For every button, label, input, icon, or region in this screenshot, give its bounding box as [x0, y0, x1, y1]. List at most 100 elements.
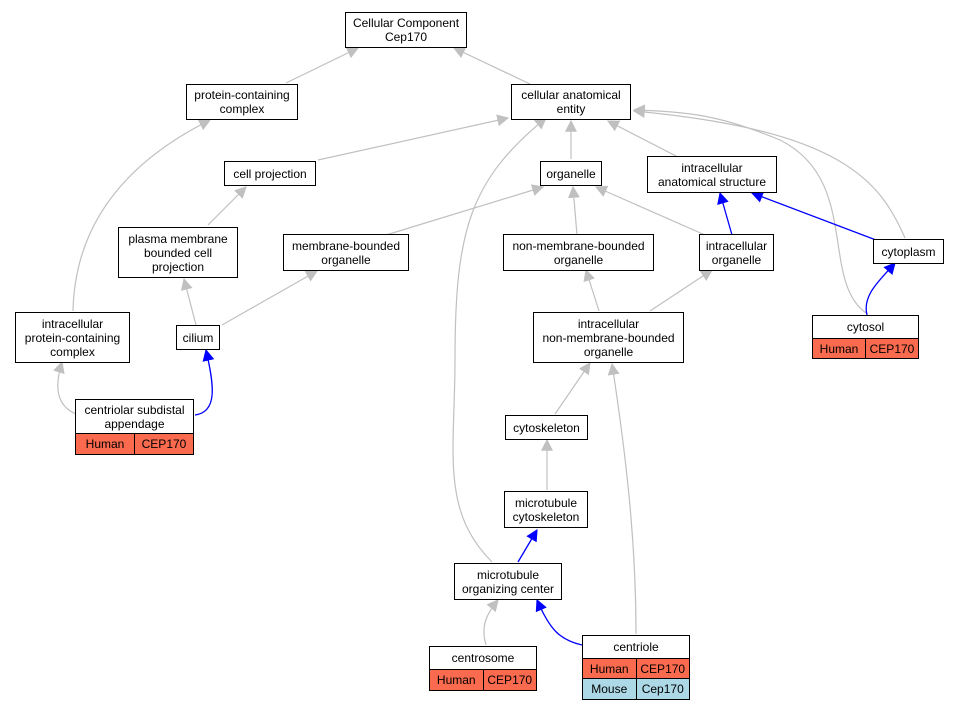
edge-centriole-to-inmbo	[607, 362, 637, 635]
node-mtoc-line2: organizing center	[461, 581, 555, 596]
node-organelle-line1: organelle	[546, 166, 596, 181]
edge-cytoplasm-to-cae	[632, 106, 906, 239]
node-centrosome-line1: centrosome	[451, 651, 515, 665]
gene-cell: CEP170	[865, 339, 918, 358]
node-cytoskeleton[interactable]: cytoskeleton	[505, 415, 588, 440]
species-cell: Human	[583, 659, 636, 678]
node-pmbcp-line3: projection	[151, 259, 205, 274]
node-cytoplasm-line1: cytoplasm	[881, 244, 936, 259]
node-centrosome[interactable]: centrosome	[429, 646, 537, 670]
edge-cytosol-to-cae	[632, 104, 867, 314]
node-mtoc-line1: microtubule	[476, 567, 540, 582]
edge-cilium-to-pmbcp	[180, 277, 197, 326]
node-ipcc-line2: protein-containing	[24, 330, 121, 345]
species-cell: Human	[813, 339, 865, 358]
edge-cytoskeleton-to-inmbo	[554, 362, 591, 415]
node-organelle[interactable]: organelle	[540, 161, 602, 186]
edge-mtoc-part-of-mtcsk	[517, 528, 538, 563]
node-ias-line2: anatomical structure	[657, 174, 767, 189]
node-cilium[interactable]: cilium	[176, 325, 220, 350]
node-cae-line2: entity	[556, 102, 586, 116]
edge-cytoplasm-part-of-ias	[750, 191, 877, 241]
edge-centriole-part-of-mtoc	[535, 598, 583, 646]
node-nmbo-line1: non-membrane-bounded	[512, 238, 645, 253]
gene-cell: Cep170	[635, 679, 689, 699]
node-cell-projection-line1: cell projection	[233, 166, 307, 181]
node-ipcc-line3: complex	[50, 344, 95, 359]
species-cell: Human	[76, 434, 134, 454]
edge-inmbo-to-nmbo	[583, 268, 600, 312]
edge-io-part-of-ias	[717, 191, 733, 236]
node-root-line1: Cellular Component	[352, 16, 460, 30]
edge-cilium-to-mbo	[221, 270, 319, 326]
edge-pmbcp-to-cell-projection	[207, 186, 247, 226]
gene-cell: CEP170	[635, 659, 689, 678]
node-cilium-line1: cilium	[182, 330, 214, 345]
edge-mbo-to-organelle	[385, 184, 545, 236]
node-mtcsk-line1: microtubule	[514, 495, 577, 510]
node-csa-line2: appendage	[104, 416, 165, 431]
node-cae-line1: cellular anatomical	[521, 88, 621, 102]
node-cell-projection[interactable]: cell projection	[224, 161, 316, 186]
node-ias-line1: intracellular	[681, 160, 743, 175]
gene-cell: CEP170	[134, 434, 193, 454]
edge-ipcc-to-protein-complex	[72, 119, 212, 312]
edge-cell-projection-to-cae	[317, 114, 510, 161]
edge-csa-to-ipcc	[53, 360, 77, 415]
node-centriole[interactable]: centriole	[582, 635, 690, 659]
node-cytosol[interactable]: cytosol	[812, 315, 919, 339]
node-pcc-line1: protein-containing	[194, 88, 290, 102]
edge-mtoc-to-cae	[452, 117, 547, 563]
node-csa-line1: centriolar subdistal	[84, 402, 185, 417]
edge-centrosome-to-mtoc	[483, 599, 499, 646]
node-inmbo-line3: organelle	[583, 344, 634, 359]
node-pmbcp-line1: plasma membrane	[128, 231, 228, 246]
edge-io-to-organelle	[594, 185, 706, 236]
node-mbo-line2: organelle	[321, 252, 371, 267]
node-centriole-line1: centriole	[613, 640, 659, 654]
edge-inmbo-to-io	[649, 269, 714, 312]
node-nmbo-line2: organelle	[553, 252, 604, 267]
edge-protein-complex-to-root	[285, 47, 360, 84]
node-io-line2: organelle	[711, 252, 762, 267]
node-root-line2: Cep170	[384, 30, 428, 44]
node-cytosol-line1: cytosol	[846, 320, 885, 334]
edge-cytosol-part-of-cytoplasm	[865, 262, 896, 316]
edge-ias-to-cae	[606, 120, 677, 157]
node-inmbo-line2: non-membrane-bounded	[542, 330, 675, 345]
species-cell: Mouse	[583, 679, 636, 699]
node-ipcc-line1: intracellular	[41, 316, 104, 331]
node-inmbo-line1: intracellular	[577, 316, 640, 331]
species-cell: Human	[430, 670, 483, 690]
gene-cell: CEP170	[482, 670, 536, 690]
node-pcc-line2: complex	[219, 102, 265, 116]
node-io-line1: intracellular	[705, 238, 768, 253]
node-pmbcp-line2: bounded cell	[143, 245, 213, 260]
node-mbo-line1: membrane-bounded	[291, 238, 401, 253]
edge-csa-part-of-cilium	[194, 348, 215, 416]
node-mtcsk-line2: cytoskeleton	[512, 509, 580, 524]
edge-nmbo-to-organelle	[567, 185, 580, 236]
node-cytoplasm[interactable]: cytoplasm	[873, 239, 944, 264]
edge-cellular-anatomical-entity-to-root	[452, 47, 531, 85]
node-cytoskeleton-line1: cytoskeleton	[513, 420, 580, 435]
